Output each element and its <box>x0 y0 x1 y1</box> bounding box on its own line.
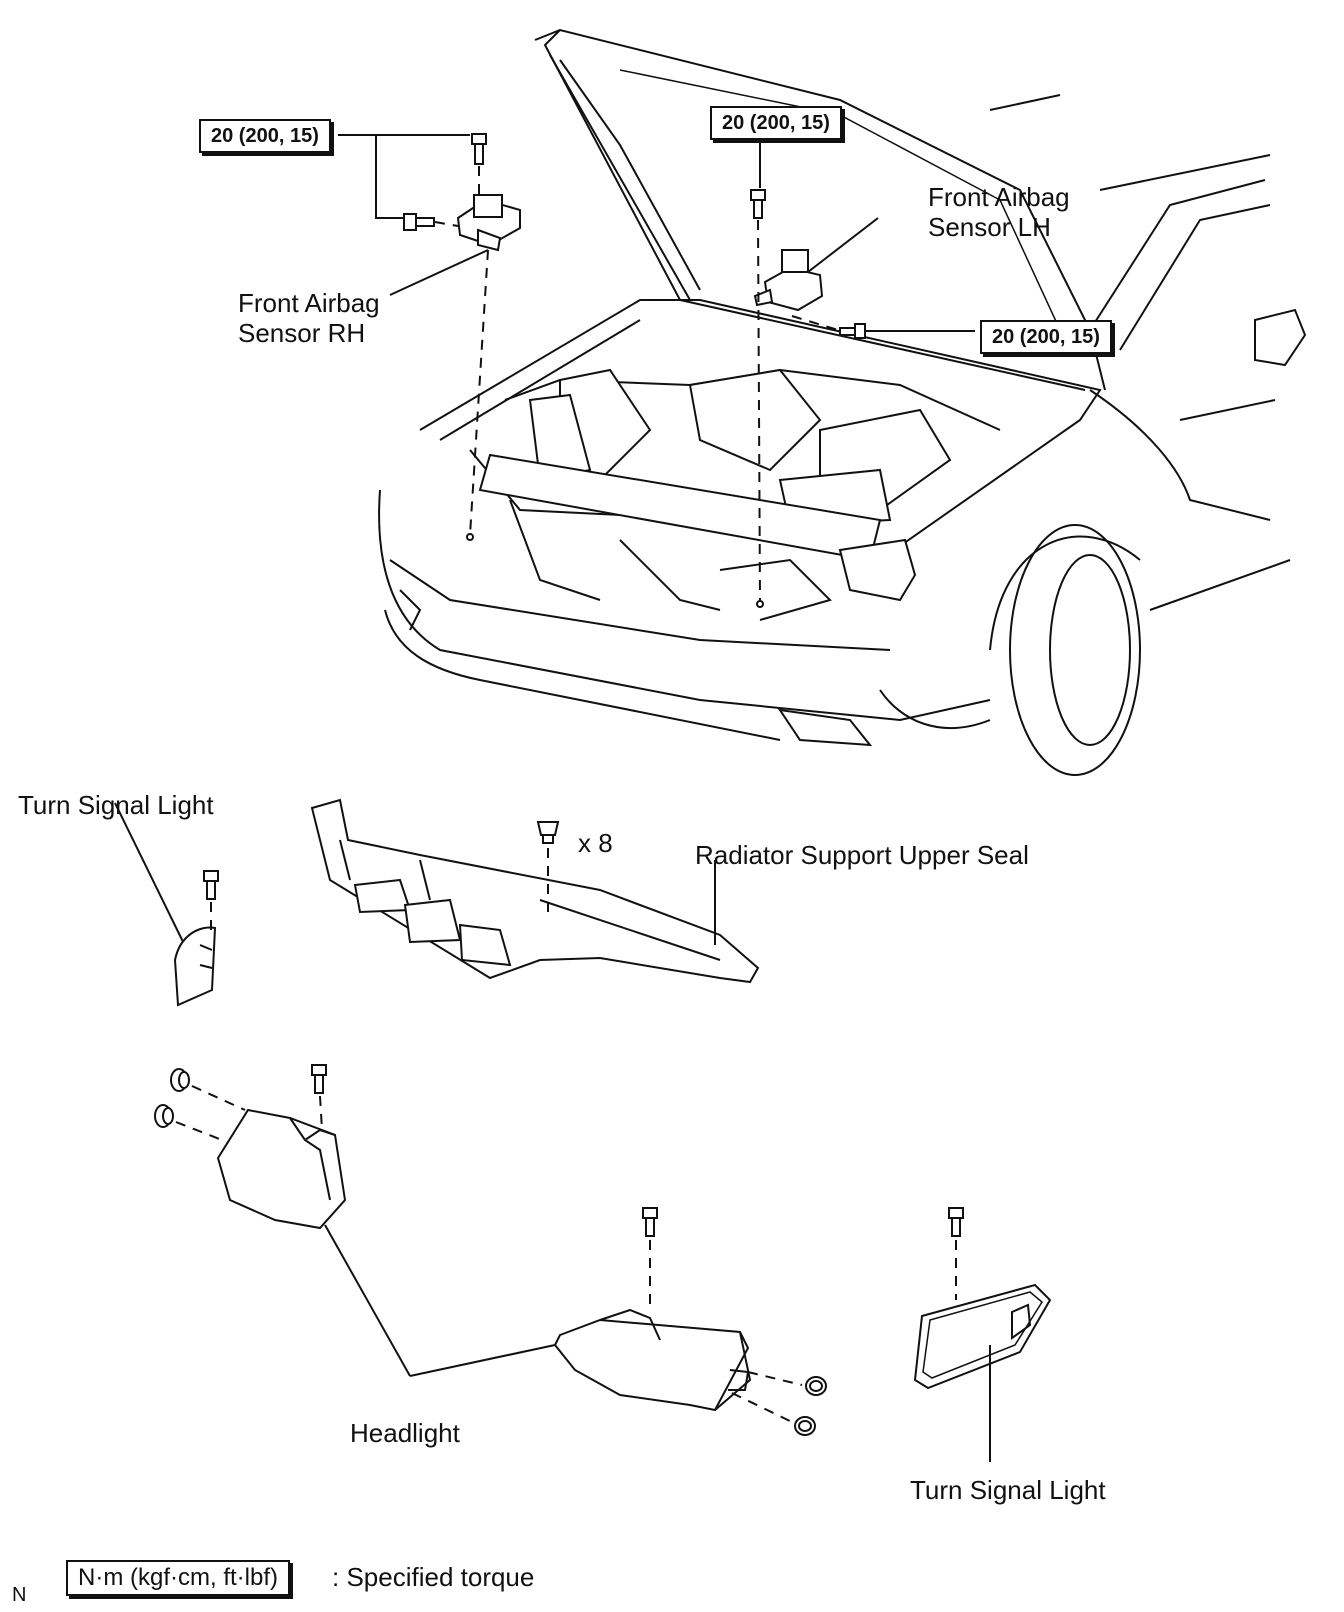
radiator-support-upper-seal <box>310 798 760 984</box>
vehicle-front-illustration <box>378 28 1307 776</box>
turn-signal-light-left <box>173 926 217 1007</box>
label-front-airbag-sensor-rh: Front Airbag Sensor RH <box>238 288 380 348</box>
front-wheel <box>1009 524 1141 776</box>
torque-spec-rh-sensor: 20 (200, 15) <box>199 119 331 153</box>
bolt-headlight-right <box>642 1207 658 1237</box>
windshield <box>1099 154 1271 191</box>
front-bumper <box>378 489 991 722</box>
engine-bay <box>469 368 1001 621</box>
legend-unit-box: N·m (kgf·cm, ft·lbf) <box>66 1560 290 1596</box>
label-radiator-support-upper-seal: Radiator Support Upper Seal <box>695 840 1029 870</box>
front-airbag-sensor-rh <box>456 194 521 252</box>
label-clip-count: x 8 <box>578 828 613 858</box>
front-airbag-sensor-lh <box>753 249 824 312</box>
front-headlight-mounted <box>838 538 917 602</box>
bolt-rh-top <box>471 133 487 165</box>
label-turn-signal-light-left: Turn Signal Light <box>18 790 214 820</box>
turn-signal-light-right <box>913 1283 1052 1390</box>
nut-headlight-left-1 <box>170 1068 190 1092</box>
hood-edge <box>419 299 1102 561</box>
headlight-left <box>216 1108 347 1230</box>
label-turn-signal-light-right: Turn Signal Light <box>910 1475 1106 1505</box>
label-headlight: Headlight <box>350 1418 460 1448</box>
screw-turn-signal-right <box>948 1207 964 1237</box>
legend-letter: N <box>12 1584 27 1606</box>
bolt-lh-side <box>839 323 866 339</box>
bolt-headlight-left <box>311 1064 327 1094</box>
headlight-right <box>553 1308 752 1412</box>
screw-turn-signal-left <box>203 870 219 900</box>
side-mirror <box>1254 308 1307 367</box>
label-front-airbag-sensor-lh: Front Airbag Sensor LH <box>928 182 1070 242</box>
bolt-lh-top <box>750 189 766 219</box>
legend-description: : Specified torque <box>332 1562 535 1592</box>
torque-spec-lh-sensor-side: 20 (200, 15) <box>980 320 1112 354</box>
nut-headlight-right-2 <box>794 1416 816 1436</box>
nut-headlight-left-2 <box>154 1104 174 1128</box>
torque-spec-lh-sensor-top: 20 (200, 15) <box>710 106 842 140</box>
nut-headlight-right-1 <box>805 1376 827 1396</box>
bolt-rh-side <box>403 213 435 231</box>
fender <box>1089 389 1271 521</box>
clip-icon <box>536 821 560 844</box>
